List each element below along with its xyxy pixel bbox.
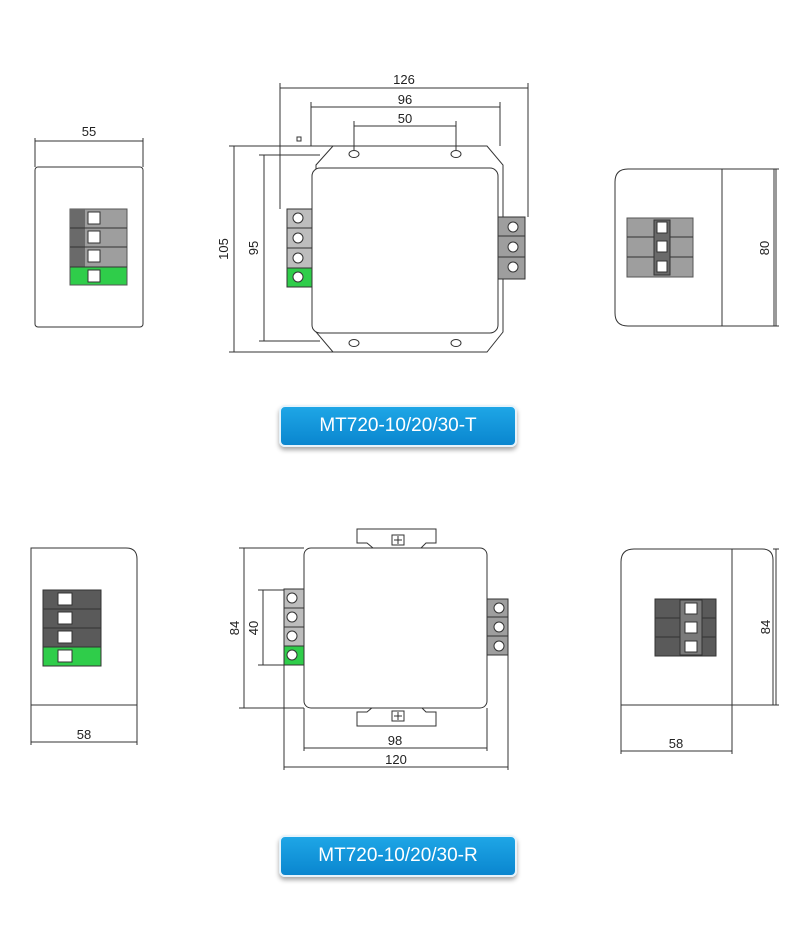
dim-bottom-right-width: 58 (669, 736, 683, 751)
side-view-cover (721, 168, 775, 327)
model-label-top: MT720-10/20/30-T (279, 405, 517, 447)
dim-top-right-height: 80 (757, 241, 772, 255)
bottom-left-side-view: 58 (30, 547, 138, 745)
dim-top-inner-span: 50 (398, 111, 412, 126)
din-rail-clip-bottom (356, 706, 437, 727)
dim-bottom-terminal-height: 40 (246, 621, 261, 635)
dim-bottom-body-width: 98 (388, 733, 402, 748)
dim-bottom-height: 84 (227, 621, 242, 635)
dim-bottom-right-height: 84 (758, 620, 773, 634)
din-rail-clip-top (356, 528, 437, 549)
dim-top-left-width: 55 (82, 124, 96, 139)
top-left-side-view: 55 (34, 124, 144, 328)
dim-top-overall-width: 126 (393, 72, 415, 87)
filter-body (303, 547, 488, 709)
dim-top-overall-height: 105 (216, 238, 231, 260)
bottom-right-side-view: 84 58 (620, 548, 779, 754)
terminal-block (42, 589, 102, 667)
mounting-hole (348, 150, 360, 158)
dim-bottom-left-width: 58 (77, 727, 91, 742)
input-terminal-block (283, 588, 305, 666)
bottom-front-view: 84 40 98 120 (227, 528, 509, 770)
filter-body (311, 167, 499, 334)
dim-top-terminal-height: 95 (246, 241, 261, 255)
output-terminal-block (486, 598, 509, 656)
dim-bottom-overall-width: 120 (385, 752, 407, 767)
mounting-hole (450, 339, 462, 347)
top-front-view: 126 96 50 105 95 (216, 72, 529, 353)
model-label-bottom: MT720-10/20/30-R (279, 835, 517, 877)
terminal-block (626, 217, 694, 278)
top-right-side-view: 80 (614, 168, 779, 327)
terminal-block (654, 598, 717, 657)
dim-top-hole-span: 96 (398, 92, 412, 107)
output-terminal-block (497, 216, 526, 280)
terminal-block (69, 208, 128, 286)
marker (296, 136, 302, 142)
mounting-hole (348, 339, 360, 347)
mounting-hole (450, 150, 462, 158)
side-view-cover (731, 548, 774, 706)
input-terminal-block (286, 208, 313, 288)
